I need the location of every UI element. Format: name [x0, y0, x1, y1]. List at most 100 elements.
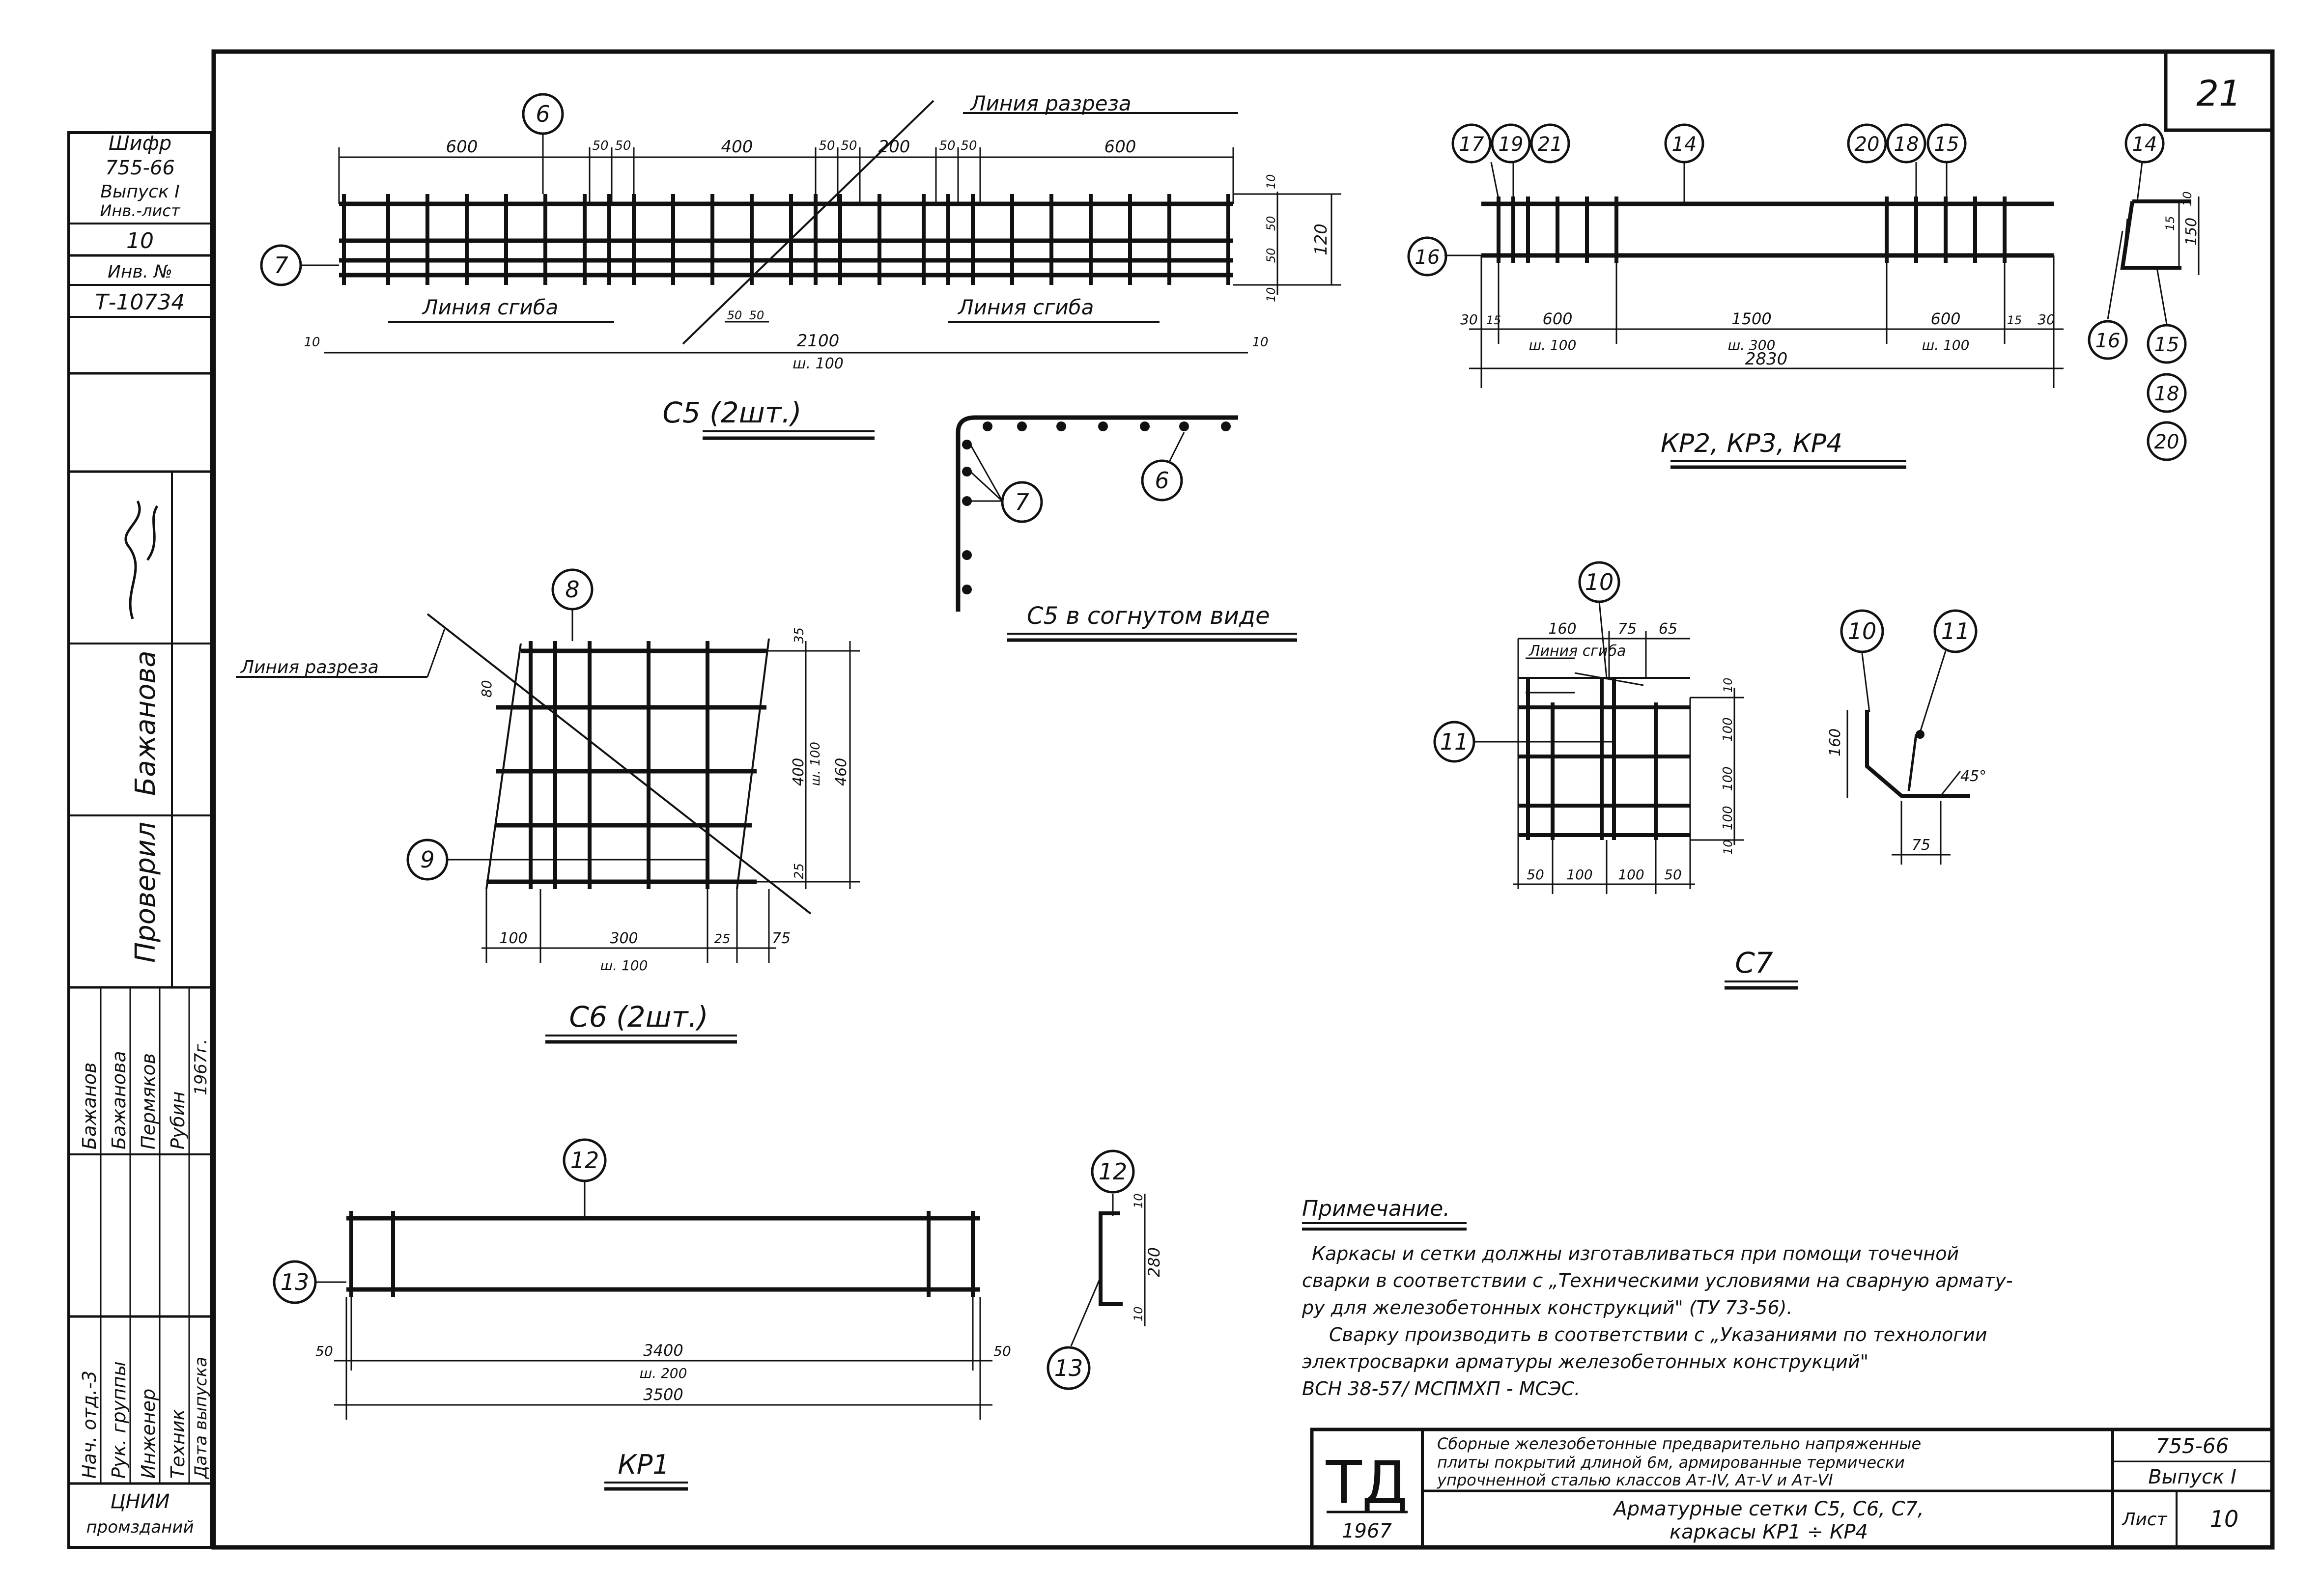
side-stamp: Шифр 755-66 Выпуск I Инв.-лист 10 Инв. №… — [67, 131, 213, 1549]
c7-title: С7 — [1735, 946, 1773, 980]
kp1-dim-4: 3500 — [643, 1385, 683, 1404]
c6-drawing: Линия разреза 35 400 ш. 100 460 25 8 — [236, 568, 860, 1044]
sheet-frame: 21 — [211, 49, 2275, 1550]
kp1-callout-12: 12 — [570, 1147, 599, 1174]
kp-section-callout-14: 14 — [2132, 133, 2157, 156]
c5-bent-title: С5 в согнутом виде — [1027, 602, 1270, 630]
c6-dim-bottom-1: 100 — [499, 930, 527, 947]
c5-bend-line-right: Линия сгиба — [957, 295, 1094, 319]
c5-dim-top-4: 400 — [721, 137, 753, 157]
kp-section-dim-1: 15 — [2163, 216, 2177, 231]
c5-bent-callout-6: 6 — [1155, 467, 1169, 494]
title-series: 755-66 — [2156, 1434, 2229, 1458]
kp1-callout-13: 13 — [281, 1269, 310, 1295]
kp-callout-16: 16 — [1415, 246, 1440, 269]
c5-dim-right-5: 120 — [1311, 224, 1331, 255]
kp-dim-6: 15 — [2007, 313, 2022, 327]
title-drawing-2: каркасы КР1 ÷ КР4 — [1670, 1521, 1868, 1543]
c6-dim-left-1: 80 — [479, 680, 495, 698]
c5-section-line-label: Линия разреза — [969, 91, 1132, 115]
c7-dim-bottom-4: 50 — [1664, 867, 1682, 883]
kp-callout-19: 19 — [1499, 133, 1524, 156]
c7-dim-top-2: 75 — [1618, 620, 1637, 638]
title-block: ТД 1967 Сборные железобетонные предварит… — [1310, 1428, 2274, 1549]
c5-dim-top-9: 50 — [961, 139, 977, 153]
c6-dim-bottom-3: 25 — [714, 932, 730, 947]
stamp-staff-role-2: Рук. группы — [108, 1361, 130, 1479]
c7-dim-bottom-2: 100 — [1566, 867, 1592, 883]
c5-dim-right-3: 50 — [1264, 248, 1278, 263]
c7-callout-10: 10 — [1585, 569, 1614, 595]
kp1-dim-5: 50 — [993, 1343, 1011, 1359]
c6-section-line-label: Линия разреза — [240, 657, 379, 677]
c6-callout-9: 9 — [420, 846, 434, 873]
kp-callout-17: 17 — [1459, 133, 1484, 156]
kp-section-dim-2: 10 — [2180, 191, 2194, 206]
c7-dim-right-3: 100 — [1721, 766, 1735, 791]
c7-dim-top-1: 160 — [1548, 620, 1576, 638]
stamp-staff-role-1: Нач. отд.-3 — [79, 1371, 100, 1479]
kp1-title: КР1 — [618, 1449, 669, 1480]
stamp-staff-name-1: Бажанов — [79, 1063, 100, 1149]
c6-title: С6 (2шт.) — [569, 1000, 708, 1034]
stamp-org-2: промзданий — [86, 1517, 194, 1537]
kp-section-dim-3: 150 — [2183, 218, 2200, 246]
kp-dim-4: 1500 — [1731, 309, 1771, 328]
title-year: 1967 — [1342, 1520, 1392, 1542]
kp1-section-dim-3: 10 — [1132, 1306, 1145, 1321]
kp-dim-7: 30 — [2038, 311, 2055, 328]
c7-section-dim-75: 75 — [1912, 837, 1930, 854]
c7-dim-right-5: 10 — [1721, 840, 1735, 855]
kp1-section-callout-12: 12 — [1099, 1158, 1128, 1185]
c6-dim-bottom-2: 300 — [610, 930, 638, 947]
c6-dim-right-2: 400 — [790, 758, 807, 786]
kp-section-callout-15: 15 — [2154, 334, 2179, 356]
kp1-drawing: 12 13 50 3400 ш. 200 3500 50 КР1 12 13 1… — [273, 1138, 1163, 1491]
title-desc-3: упрочненной сталью классов Ат-IV, Ат-V и… — [1437, 1471, 1833, 1489]
note-line-6: ВСН 38-57/ МСПМХП - МСЭС. — [1302, 1378, 1580, 1400]
c5-dim-bottom-4: 2100 — [797, 331, 840, 351]
c5-dim-top-6: 50 — [841, 139, 857, 153]
c7-dim-top-3: 65 — [1659, 620, 1677, 638]
c7-section-callout-11: 11 — [1941, 618, 1970, 644]
stamp-staff-name-4: Рубин — [167, 1092, 189, 1149]
title-sheet-number: 10 — [2210, 1506, 2239, 1532]
c5-dim-top-8: 50 — [939, 139, 955, 153]
c7-bend-line-label: Линия сгиба — [1528, 643, 1626, 660]
stamp-role-checked: Проверил — [130, 822, 162, 963]
c5-title: С5 (2шт.) — [662, 396, 801, 429]
note-line-4: Сварку производить в соответствии с „Ука… — [1329, 1324, 1987, 1345]
c7-drawing: Линия сгиба 160 75 65 10 100 100 100 10 … — [1433, 561, 1986, 990]
title-issue: Выпуск I — [2148, 1466, 2236, 1488]
kp-dim-3: 600 — [1542, 309, 1572, 328]
note-line-1: Каркасы и сетки должны изготавливаться п… — [1312, 1243, 1959, 1264]
note-line-5: электросварки арматуры железобетонных ко… — [1302, 1351, 1868, 1372]
signature-mark — [124, 500, 159, 619]
c6-dim-right-5: 25 — [792, 863, 807, 879]
kp-dim-step-2: ш. 300 — [1728, 337, 1776, 353]
c5-dim-bottom-3: 50 — [749, 308, 764, 322]
c6-dim-right-3: ш. 100 — [808, 742, 823, 786]
title-desc-2: плиты покрытий длиной 6м, армированные т… — [1437, 1453, 1905, 1472]
kp-title: КР2, КР3, КР4 — [1661, 429, 1842, 458]
stamp-org-1: ЦНИИ — [111, 1490, 170, 1513]
stamp-staff-role-3: Инженер — [138, 1389, 159, 1479]
kp-callout-20: 20 — [1855, 133, 1880, 156]
kp-dim-1: 30 — [1460, 311, 1478, 328]
c5-dim-top-5: 50 — [819, 139, 835, 153]
stamp-staff-name-2: Бажанова — [108, 1051, 130, 1149]
c5-bent-callout-7: 7 — [1015, 489, 1029, 515]
title-drawing-1: Арматурные сетки С5, С6, С7, — [1612, 1498, 1924, 1520]
c7-dim-right-2: 100 — [1721, 717, 1735, 742]
kp-dim-step-1: ш. 100 — [1529, 337, 1577, 353]
c6-callout-8: 8 — [565, 576, 579, 603]
c6-dim-bottom-5: ш. 100 — [600, 957, 648, 974]
c5-callout-7: 7 — [274, 252, 288, 279]
kp-section-callout-16: 16 — [2095, 330, 2121, 352]
stamp-row-1: Шифр — [109, 132, 171, 155]
kp-callout-18: 18 — [1894, 133, 1919, 156]
kp-dim-step-3: ш. 100 — [1922, 337, 1970, 353]
sheet-number: 21 — [2196, 73, 2241, 114]
c6-dim-right-1: 35 — [792, 627, 807, 644]
c5-dim-right-1: 10 — [1264, 174, 1278, 189]
